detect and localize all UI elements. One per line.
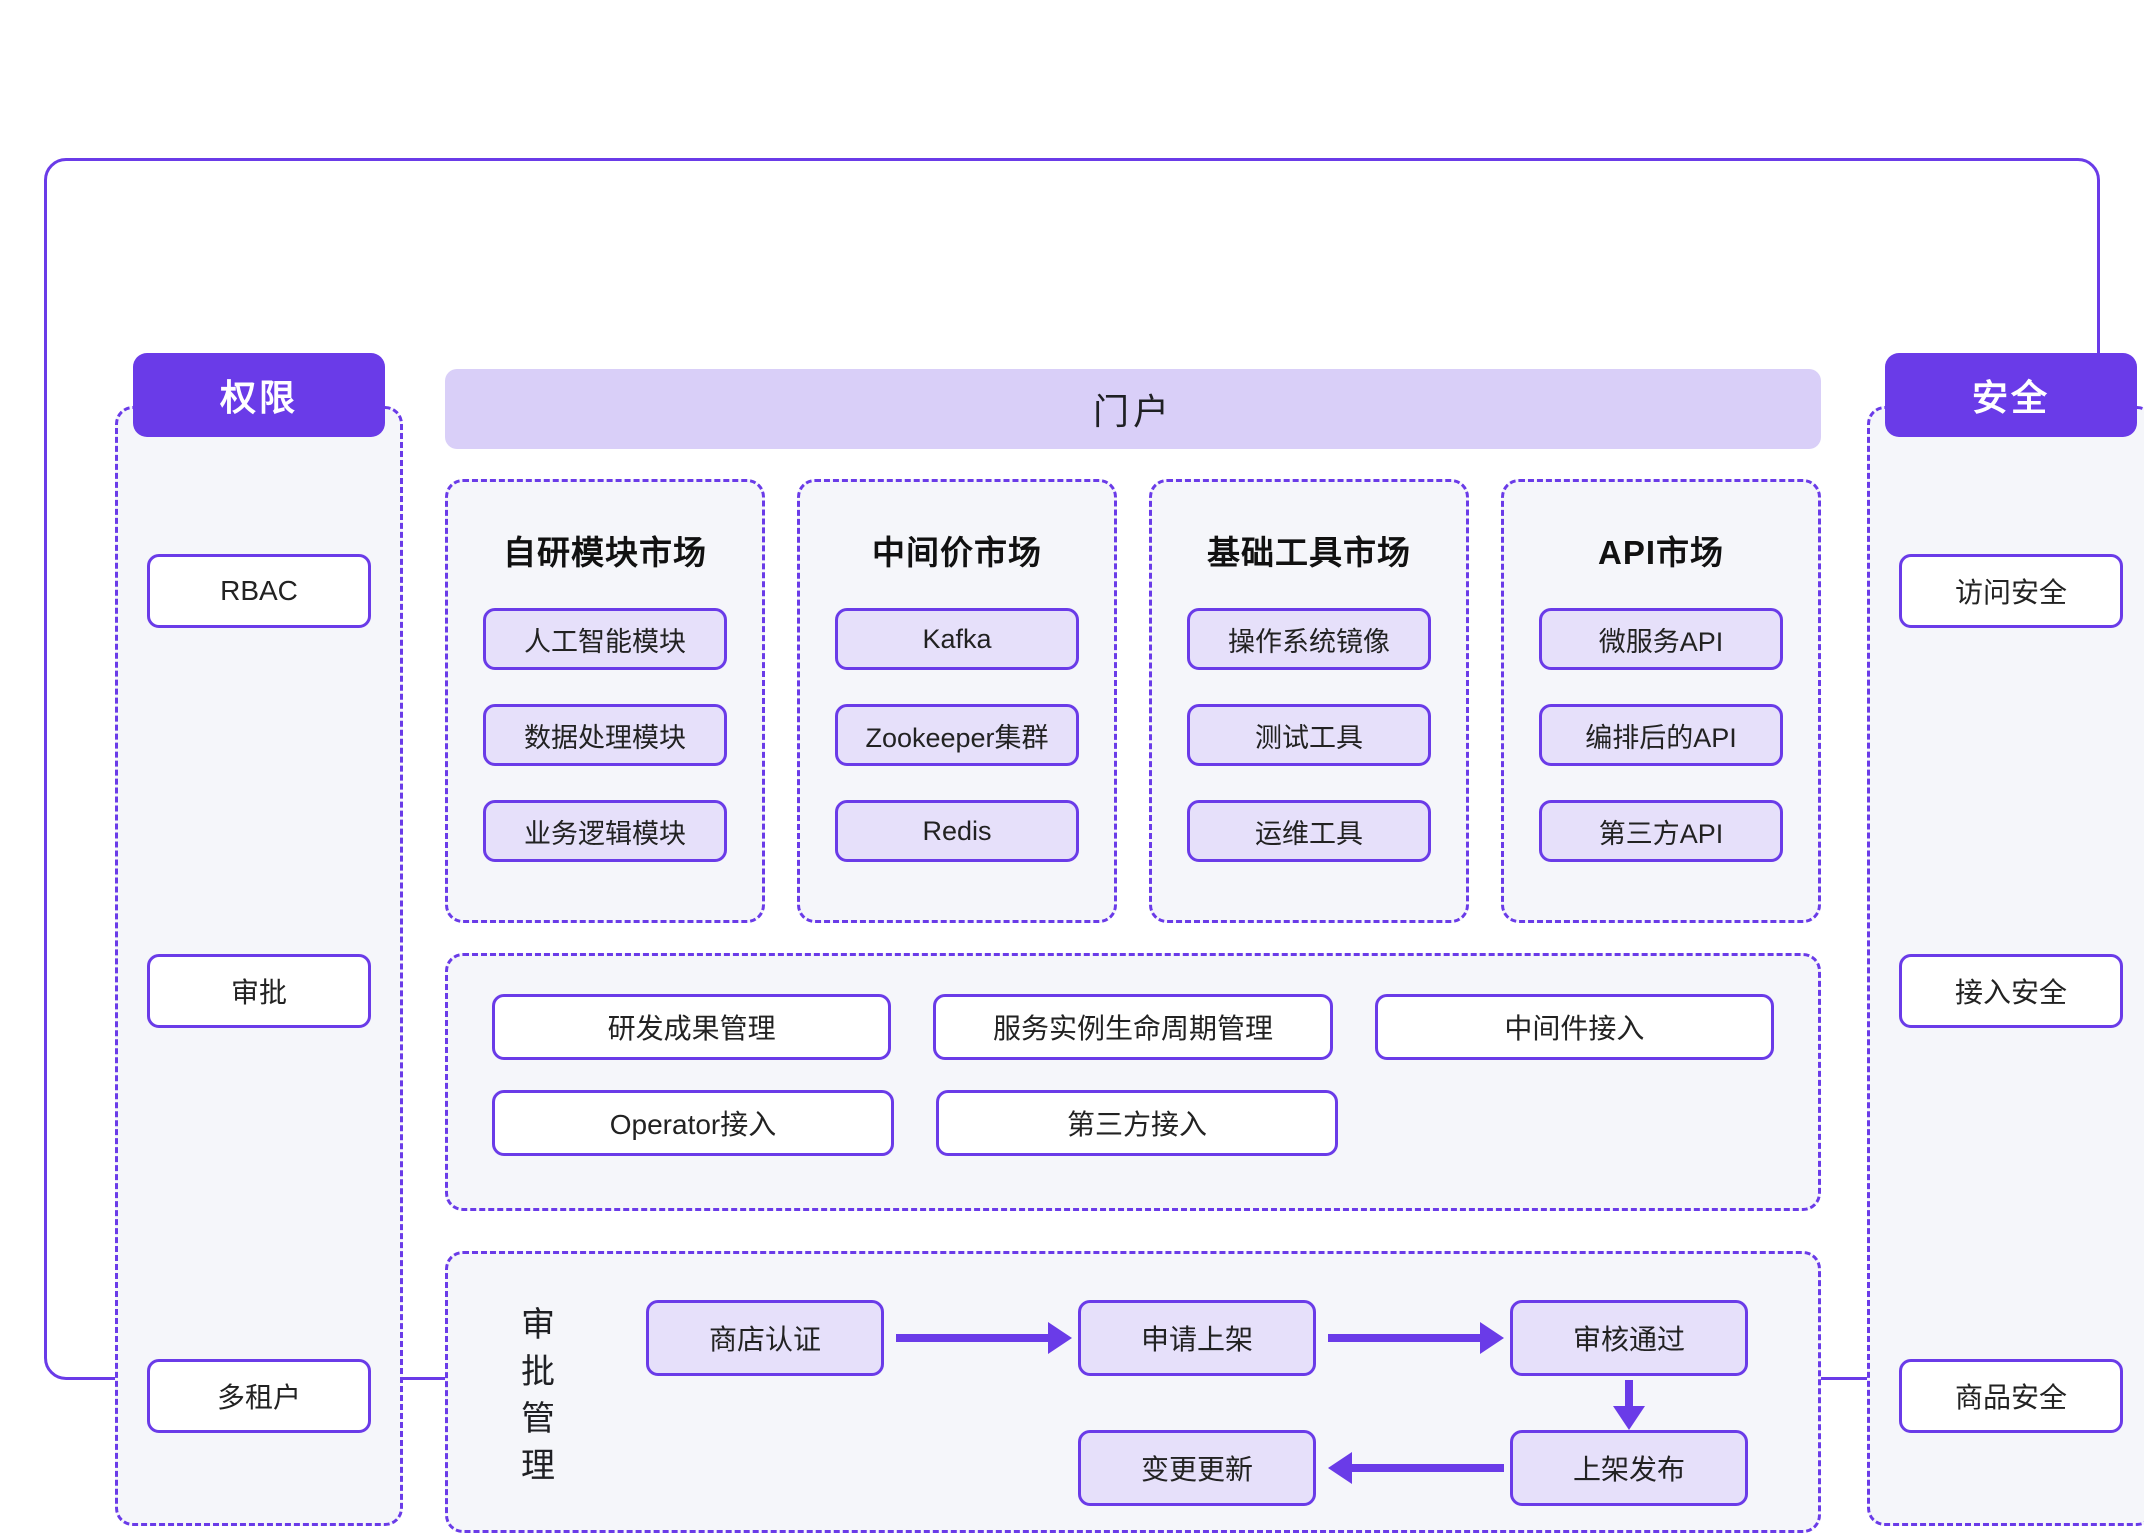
capability-rd-results-management[interactable]: 研发成果管理 <box>492 994 892 1060</box>
capability-operator-onboarding[interactable]: Operator接入 <box>492 1090 894 1156</box>
market-item[interactable]: Kafka <box>835 608 1079 670</box>
market-item[interactable]: 数据处理模块 <box>483 704 727 766</box>
approval-flow-label-char: 批 <box>521 1352 555 1391</box>
market-item[interactable]: 微服务API <box>1539 608 1783 670</box>
market-self-developed-modules: 自研模块市场 人工智能模块 数据处理模块 业务逻辑模块 <box>445 479 765 923</box>
capability-service-instance-lifecycle[interactable]: 服务实例生命周期管理 <box>933 994 1333 1060</box>
flow-node-change-update[interactable]: 变更更新 <box>1078 1430 1316 1506</box>
market-item[interactable]: 编排后的API <box>1539 704 1783 766</box>
flow-node-apply-listing[interactable]: 申请上架 <box>1078 1300 1316 1376</box>
flow-arrow-down-icon <box>1613 1380 1645 1430</box>
market-item[interactable]: 第三方API <box>1539 800 1783 862</box>
sidebar-item-approval[interactable]: 审批 <box>147 954 371 1028</box>
market-title: API市场 <box>1597 534 1724 571</box>
approval-flow-label-char: 管 <box>521 1399 555 1438</box>
market-api: API市场 微服务API 编排后的API 第三方API <box>1501 479 1821 923</box>
capabilities-row: 研发成果管理 服务实例生命周期管理 中间件接入 <box>492 994 1774 1060</box>
flow-node-store-certification[interactable]: 商店认证 <box>646 1300 884 1376</box>
sidebar-item-product-security[interactable]: 商品安全 <box>1899 1359 2123 1433</box>
market-item[interactable]: 操作系统镜像 <box>1187 608 1431 670</box>
market-item[interactable]: Redis <box>835 800 1079 862</box>
capabilities-panel: 研发成果管理 服务实例生命周期管理 中间件接入 Operator接入 第三方接入 <box>445 953 1821 1211</box>
market-item[interactable]: 运维工具 <box>1187 800 1431 862</box>
flow-arrow-left-icon <box>1328 1452 1504 1484</box>
flow-arrow-right-icon <box>1328 1322 1504 1354</box>
flow-node-review-passed[interactable]: 审核通过 <box>1510 1300 1748 1376</box>
market-title: 中间价市场 <box>872 534 1042 571</box>
market-item[interactable]: 测试工具 <box>1187 704 1431 766</box>
security-column-header: 安全 <box>1885 353 2137 437</box>
sidebar-item-access-security[interactable]: 访问安全 <box>1899 554 2123 628</box>
permission-column: 权限 RBAC 审批 多租户 <box>115 353 403 1526</box>
sidebar-item-connection-security[interactable]: 接入安全 <box>1899 954 2123 1028</box>
permission-column-header: 权限 <box>133 353 385 437</box>
flow-node-publish-listing[interactable]: 上架发布 <box>1510 1430 1748 1506</box>
approval-flow-label-char: 审 <box>521 1306 555 1344</box>
flow-arrow-right-icon <box>896 1322 1072 1354</box>
market-item[interactable]: 人工智能模块 <box>483 608 727 670</box>
approval-flow-label: 审 批 管 理 <box>518 1302 558 1490</box>
approval-flow-panel: 审 批 管 理 商店认证 申请上架 审核通过 上架发布 变更更新 <box>445 1251 1821 1533</box>
market-title: 基础工具市场 <box>1207 534 1411 571</box>
diagram-outer-frame: 权限 RBAC 审批 多租户 安全 访问安全 接入安全 商品安全 门户 自研模块… <box>44 158 2144 1533</box>
market-columns: 自研模块市场 人工智能模块 数据处理模块 业务逻辑模块 中间价市场 Kafka … <box>445 479 1821 923</box>
capabilities-row: Operator接入 第三方接入 <box>492 1090 1774 1156</box>
capability-third-party-onboarding[interactable]: 第三方接入 <box>936 1090 1338 1156</box>
sidebar-item-multitenant[interactable]: 多租户 <box>147 1359 371 1433</box>
market-middleware: 中间价市场 Kafka Zookeeper集群 Redis <box>797 479 1117 923</box>
market-item[interactable]: 业务逻辑模块 <box>483 800 727 862</box>
market-basic-tools: 基础工具市场 操作系统镜像 测试工具 运维工具 <box>1149 479 1469 923</box>
portal-bar: 门户 <box>445 369 1821 449</box>
market-item[interactable]: Zookeeper集群 <box>835 704 1079 766</box>
security-column: 安全 访问安全 接入安全 商品安全 <box>1867 353 2144 1526</box>
capability-middleware-onboarding[interactable]: 中间件接入 <box>1374 994 1774 1060</box>
sidebar-item-rbac[interactable]: RBAC <box>147 554 371 628</box>
approval-flow-label-char: 理 <box>521 1446 555 1485</box>
market-title: 自研模块市场 <box>503 534 707 571</box>
